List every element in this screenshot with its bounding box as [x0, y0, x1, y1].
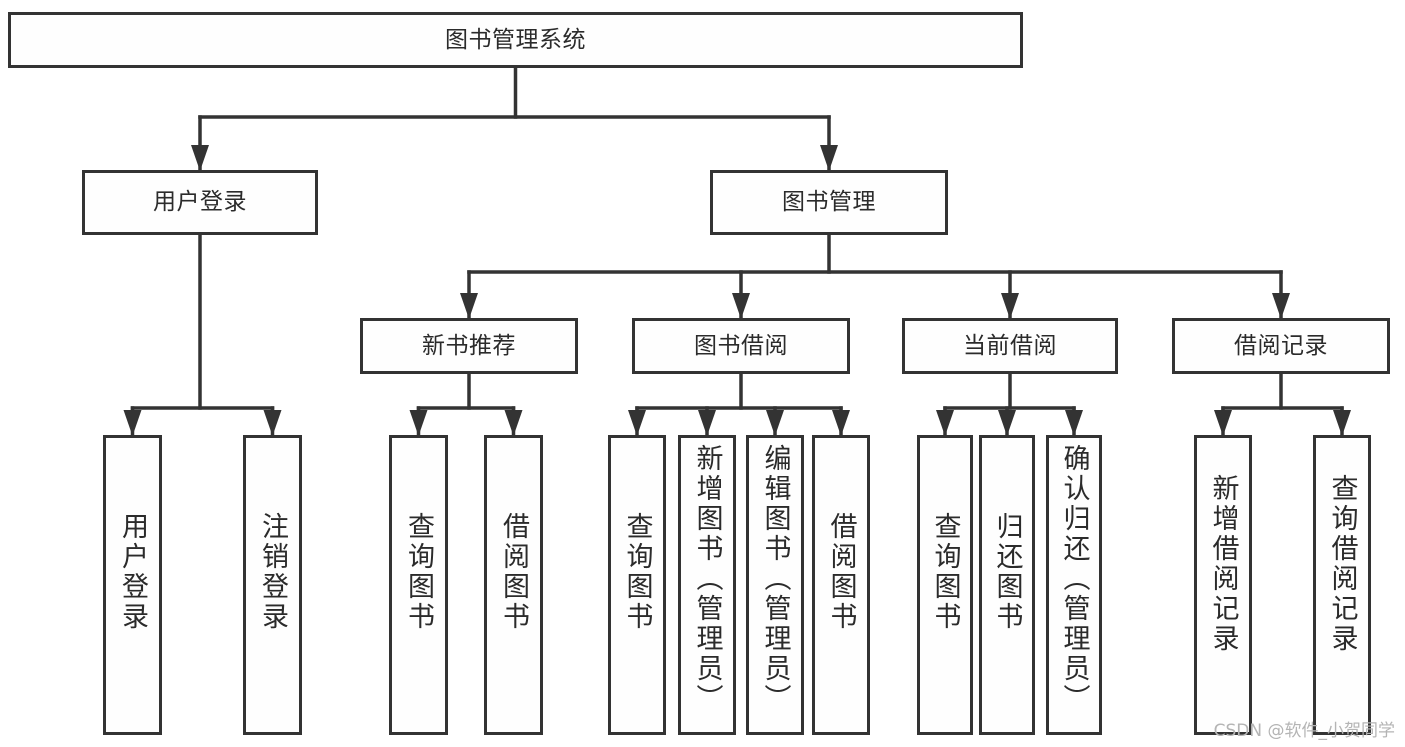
node-label-leaf-bb-query: 查询图书: [621, 512, 653, 632]
node-label-book-manage: 图书管理: [782, 189, 876, 215]
arrow-head-borrow-record: [1272, 293, 1290, 319]
node-book-borrow: 图书借阅: [632, 318, 850, 374]
node-label-user-login: 用户登录: [153, 189, 247, 215]
arrow-head-leaf-bb-add: [698, 410, 716, 436]
node-label-leaf-rec-borrow: 借阅图书: [498, 512, 529, 632]
node-label-book-borrow: 图书借阅: [694, 332, 788, 359]
node-label-leaf-cb-confirm: 确认归还（管理员）: [1058, 444, 1090, 714]
node-leaf-br-query: 查询借阅记录: [1313, 435, 1371, 735]
node-borrow-record: 借阅记录: [1172, 318, 1390, 374]
arrow-head-leaf-bb-edit: [766, 410, 784, 436]
node-label-leaf-cb-return: 归还图书: [991, 512, 1023, 632]
node-leaf-cb-query: 查询图书: [917, 435, 973, 735]
arrow-head-book-manage: [820, 145, 838, 171]
node-leaf-user-login: 用户登录: [103, 435, 162, 735]
arrow-head-leaf-user-login: [123, 410, 142, 436]
node-new-book-rec: 新书推荐: [360, 318, 578, 374]
node-label-new-book-rec: 新书推荐: [422, 332, 516, 359]
node-label-leaf-cb-query: 查询图书: [929, 512, 961, 632]
node-label-leaf-bb-add: 新增图书（管理员）: [691, 444, 723, 714]
node-label-leaf-logout: 注销登录: [257, 512, 288, 632]
arrow-head-new-book-rec: [460, 293, 478, 319]
node-current-borrow: 当前借阅: [902, 318, 1118, 374]
node-label-leaf-br-query: 查询借阅记录: [1326, 474, 1358, 654]
node-leaf-bb-edit: 编辑图书（管理员）: [746, 435, 804, 735]
node-label-leaf-rec-query: 查询图书: [403, 512, 434, 632]
node-label-borrow-record: 借阅记录: [1234, 332, 1328, 359]
arrow-head-leaf-br-add: [1214, 410, 1232, 436]
arrow-head-leaf-bb-query: [628, 410, 646, 436]
node-root: 图书管理系统: [8, 12, 1023, 68]
node-book-manage: 图书管理: [710, 170, 948, 235]
arrow-head-leaf-cb-query: [936, 410, 954, 436]
node-label-leaf-user-login: 用户登录: [117, 512, 148, 632]
arrow-head-leaf-cb-return: [998, 410, 1016, 436]
arrow-head-current-borrow: [1001, 293, 1019, 319]
arrow-head-user-login: [191, 145, 209, 171]
arrow-head-leaf-bb-borrow: [832, 410, 850, 436]
node-leaf-br-add: 新增借阅记录: [1194, 435, 1252, 735]
node-leaf-logout: 注销登录: [243, 435, 302, 735]
arrow-head-leaf-rec-query: [409, 410, 428, 436]
node-leaf-rec-query: 查询图书: [389, 435, 448, 735]
node-leaf-bb-query: 查询图书: [608, 435, 666, 735]
arrow-head-leaf-rec-borrow: [504, 410, 523, 436]
arrow-head-leaf-br-query: [1333, 410, 1351, 436]
node-leaf-bb-borrow: 借阅图书: [812, 435, 870, 735]
node-leaf-cb-confirm: 确认归还（管理员）: [1046, 435, 1102, 735]
node-leaf-rec-borrow: 借阅图书: [484, 435, 543, 735]
node-label-root: 图书管理系统: [445, 26, 586, 53]
arrow-head-leaf-cb-confirm: [1065, 410, 1083, 436]
node-label-leaf-bb-edit: 编辑图书（管理员）: [759, 444, 791, 714]
arrow-head-book-borrow: [732, 293, 750, 319]
node-user-login: 用户登录: [82, 170, 318, 235]
node-label-leaf-bb-borrow: 借阅图书: [825, 512, 857, 632]
watermark-text: CSDN @软件_小贺同学: [1213, 721, 1395, 741]
arrow-head-leaf-logout: [263, 410, 282, 436]
node-label-leaf-br-add: 新增借阅记录: [1207, 474, 1239, 654]
node-label-current-borrow: 当前借阅: [963, 332, 1057, 359]
node-leaf-cb-return: 归还图书: [979, 435, 1035, 735]
node-leaf-bb-add: 新增图书（管理员）: [678, 435, 736, 735]
